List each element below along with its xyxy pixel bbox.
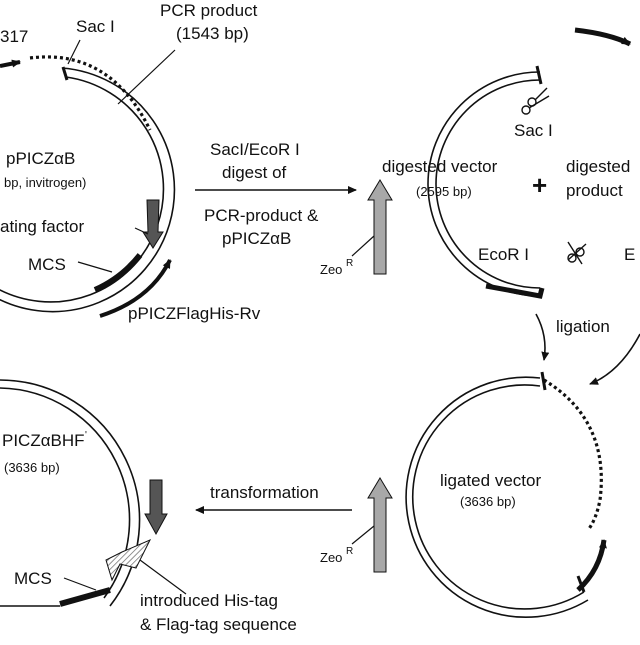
digested-product-line-2: product [566,181,623,200]
ligation-step: ligation [535,313,640,385]
mating-factor-label: ating factor [0,217,84,236]
ligated-zeo-arrow [367,477,393,573]
panel-digested-vector: Sac I digested vector (2595 bp) + digest… [320,27,635,299]
pcr-title: PCR product [160,1,258,20]
digest-line-1: SacI/EcoR I [210,140,300,159]
digested-backbone-inner [435,79,541,289]
vector-backbone-outer [0,67,176,313]
primer-label: 317 [0,27,28,46]
sac-leader [67,39,81,65]
introduced-line-1: introduced His-tag [140,591,278,610]
scissors-icon-ecor [567,241,587,265]
mating-leader [134,227,149,235]
digest-step: SacI/EcoR I digest of PCR-product & pPIC… [195,140,357,248]
primer-reverse-arrow [99,259,172,318]
transformation-label: transformation [210,483,319,502]
sac-site-tick [61,66,69,81]
ligated-insert-dotted [543,378,603,531]
final-vector-size: (3636 bp) [4,460,60,475]
mcs-segment [93,253,143,293]
primer-reverse-label: pPICZFlagHis-Rv [128,304,261,323]
zeo-resistance-arrow [367,179,393,275]
ligation-label: ligation [556,317,610,336]
mcs-label: MCS [28,255,66,274]
sac-label: Sac I [76,17,115,36]
ecor-black-segment [485,283,545,299]
ligated-ecor-tick [576,575,586,593]
tag-sequence-arrow [105,539,152,582]
final-mcs-leader [63,577,97,591]
final-vector-prime: ' [85,430,87,441]
scissors-icon-sac [521,87,550,115]
edge-letter: E [624,245,635,264]
top-right-curved-arrow [574,27,632,47]
pcr-leader [117,49,176,105]
pcr-insert-arc [29,55,152,131]
ligated-backbone-outer [405,376,589,618]
ligated-sac-tick [540,371,547,391]
final-mcs-label: MCS [14,569,52,588]
sac-label-right: Sac I [514,121,553,140]
digested-product-line-1: digested [566,157,630,176]
zeo-sup: R [346,258,353,269]
digested-vector-name: digested vector [382,157,498,176]
panel-original-vector: 317 Sac I PCR product (1543 bp) pPICZαB … [0,1,261,323]
plus-sign: + [532,170,547,200]
tag-leader [139,559,187,595]
digested-vector-size: (2595 bp) [416,184,472,199]
mating-factor-arrow [142,199,164,249]
ecor-label: EcoR I [478,245,529,264]
final-mcs-segment [59,587,111,607]
panel-final-vector: PICZαBHF ' (3636 bp) MCS introduced His-… [0,379,297,634]
panel-ligated-vector: ligated vector (3636 bp) Zeo R [320,371,607,618]
mcs-leader [77,261,113,273]
digest-line-3: PCR-product & [204,206,319,225]
introduced-line-2: & Flag-tag sequence [140,615,297,634]
vector-name: pPICZαB [6,149,75,168]
pcr-size: (1543 bp) [176,24,249,43]
zeo-label: Zeo [320,262,342,277]
sac-end-tick [535,65,543,85]
final-mating-factor-arrow [144,479,168,536]
ligated-vector-name: ligated vector [440,471,541,490]
digested-backbone-outer [427,71,541,297]
ligated-backbone-inner [411,384,585,610]
zeo-leader [351,235,375,257]
final-vector-name: PICZαBHF [2,431,85,450]
transformation-step: transformation [195,483,352,514]
ligated-zeo-label: Zeo [320,550,342,565]
digest-line-2: digest of [222,163,287,182]
primer-forward-arrow [0,59,21,68]
ligated-zeo-leader [351,525,375,545]
vector-backbone-inner [0,76,165,303]
ligated-zeo-sup: R [346,546,353,557]
ligated-vector-size: (3636 bp) [460,494,516,509]
vector-sub: bp, invitrogen) [4,175,86,190]
digest-line-4: pPICZαB [222,229,291,248]
ligation-arrow-right [589,333,640,385]
ligation-arrow-left [535,313,550,361]
